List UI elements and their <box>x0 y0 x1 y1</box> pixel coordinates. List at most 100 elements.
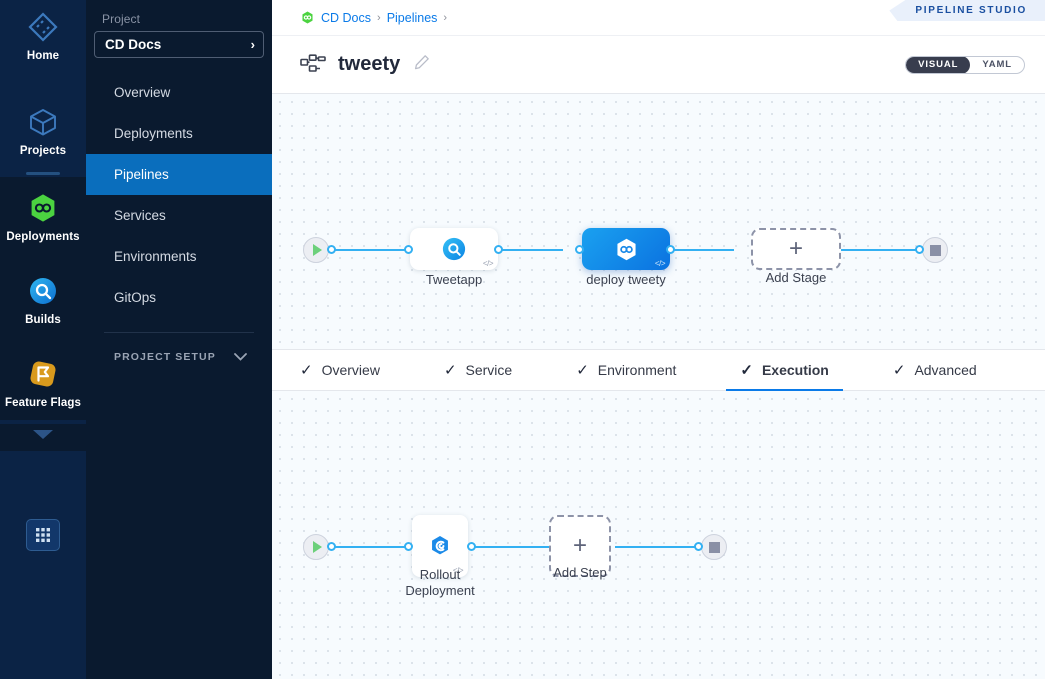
add-step-label: Add Step <box>553 565 607 580</box>
tab-label: Environment <box>597 362 677 378</box>
tab-overview[interactable]: ✓ Overview <box>300 350 408 391</box>
pipeline-studio-tab[interactable]: PIPELINE STUDIO <box>889 0 1045 21</box>
sidebar-project-setup-label: PROJECT SETUP <box>114 351 216 363</box>
rail-divider <box>26 172 60 175</box>
edit-pipeline-button[interactable] <box>414 54 430 75</box>
rail-label: Home <box>26 50 60 62</box>
step-node-rollout-deployment[interactable]: </> <box>412 515 468 577</box>
rail-item-feature-flags[interactable]: Feature Flags <box>0 341 86 420</box>
step-label-line2: Deployment <box>405 583 475 598</box>
add-stage-button[interactable]: + <box>751 228 841 270</box>
grid-apps-icon <box>36 528 50 542</box>
rail-footer <box>0 519 86 679</box>
pipeline-start-node[interactable] <box>303 237 329 263</box>
main-content: CD Docs › Pipelines › PIPELINE STUDIO tw… <box>272 0 1045 679</box>
sidebar-item-label: Overview <box>114 85 171 100</box>
stop-square-icon <box>929 244 941 256</box>
port-deploy-out[interactable] <box>666 245 675 254</box>
tab-label: Service <box>465 362 513 378</box>
port-deploy-in[interactable] <box>575 245 584 254</box>
page-title: tweety <box>338 53 401 75</box>
chevron-right-icon: › <box>250 37 255 52</box>
port-exec-end-in[interactable] <box>694 542 703 551</box>
stage-node-deploy-tweety[interactable]: </> <box>582 228 670 270</box>
rail-item-projects[interactable]: Projects <box>0 95 86 166</box>
pipeline-header: tweety VISUAL YAML <box>272 36 1045 94</box>
add-step-button[interactable]: + <box>549 515 611 577</box>
edge-addstage-to-end <box>799 249 919 251</box>
sidebar-item-overview[interactable]: Overview <box>86 72 272 113</box>
rail-label: Feature Flags <box>4 397 82 409</box>
port-tweetapp-in[interactable] <box>404 245 413 254</box>
breadcrumb-link-pipelines[interactable]: Pipelines <box>386 10 438 25</box>
rail-expand-button[interactable] <box>0 424 86 451</box>
port-exec-start-out[interactable] <box>327 542 336 551</box>
sidebar-item-gitops[interactable]: GitOps <box>86 277 272 318</box>
feature-flags-icon <box>30 361 56 387</box>
rail-item-deployments[interactable]: Deployments <box>0 177 86 258</box>
breadcrumb-separator: › <box>443 11 448 24</box>
breadcrumb-separator: › <box>377 11 381 24</box>
toggle-option-visual[interactable]: VISUAL <box>906 56 971 73</box>
stage-label-deploy-tweety: deploy tweety <box>586 272 666 287</box>
deployments-hex-icon <box>302 11 313 24</box>
breadcrumb-link-cd-docs[interactable]: CD Docs <box>321 10 372 25</box>
tab-advanced[interactable]: ✓ Advanced <box>893 350 1005 391</box>
pipeline-end-node[interactable] <box>922 237 948 263</box>
execution-end-node[interactable] <box>701 534 727 560</box>
port-rollout-out[interactable] <box>467 542 476 551</box>
deployments-hex-icon <box>31 194 55 222</box>
rail-label: Builds <box>25 314 61 326</box>
grid-apps-button[interactable] <box>26 519 60 551</box>
tab-label: Advanced <box>914 362 977 378</box>
rail-label: Deployments <box>6 231 80 243</box>
step-code-badge[interactable]: </> <box>452 566 464 575</box>
tab-execution[interactable]: ✓ Execution <box>726 350 856 392</box>
tab-environment[interactable]: ✓ Environment <box>576 350 704 391</box>
execution-start-node[interactable] <box>303 534 329 560</box>
add-stage-label: Add Stage <box>765 270 827 285</box>
tab-service[interactable]: ✓ Service <box>444 350 540 391</box>
edge-start-to-tweetapp <box>308 249 413 251</box>
execution-canvas[interactable]: </> Rollout Deployment + Add Step <box>272 391 1045 679</box>
sidebar-item-label: Deployments <box>114 126 193 141</box>
stage-code-badge[interactable]: </> <box>654 259 666 268</box>
tab-label: Overview <box>321 362 380 378</box>
sidebar-item-services[interactable]: Services <box>86 195 272 236</box>
port-start-out[interactable] <box>327 245 336 254</box>
project-selector[interactable]: CD Docs › <box>94 31 264 58</box>
edge-start-to-rollout <box>308 546 413 548</box>
port-tweetapp-out[interactable] <box>494 245 503 254</box>
rail-item-home[interactable]: Home <box>0 0 86 71</box>
k8s-rollout-icon <box>432 536 448 555</box>
builds-icon <box>30 278 56 304</box>
view-mode-toggle[interactable]: VISUAL YAML <box>905 55 1025 74</box>
port-rollout-in[interactable] <box>404 542 413 551</box>
chevron-down-icon <box>33 430 53 439</box>
tab-label: Execution <box>761 362 829 378</box>
home-diamond-icon <box>28 12 58 42</box>
sidebar-item-pipelines[interactable]: Pipelines <box>86 154 272 195</box>
cd-infinity-icon <box>616 238 636 260</box>
breadcrumb: CD Docs › Pipelines › PIPELINE STUDIO <box>272 0 1045 36</box>
port-end-in[interactable] <box>915 245 924 254</box>
edge-addstep-to-end <box>615 546 705 548</box>
check-icon: ✓ <box>576 361 589 379</box>
sidebar-item-label: Services <box>114 208 166 223</box>
check-icon: ✓ <box>740 361 753 379</box>
start-play-icon <box>313 244 322 256</box>
module-rail: Home Projects Deployments <box>0 0 86 679</box>
toggle-option-yaml[interactable]: YAML <box>982 59 1012 70</box>
stage-node-tweetapp[interactable]: </> <box>410 228 498 270</box>
sidebar-item-label: GitOps <box>114 290 157 305</box>
stage-canvas[interactable]: </> Tweetapp </> deploy tweety + <box>272 94 1045 350</box>
sidebar-project-setup[interactable]: PROJECT SETUP <box>86 333 272 363</box>
ci-build-icon <box>442 237 466 261</box>
sidebar-item-environments[interactable]: Environments <box>86 236 272 277</box>
sidebar-heading: Project <box>102 12 141 26</box>
sidebar-item-deployments[interactable]: Deployments <box>86 113 272 154</box>
project-sidebar: Project CD Docs › Overview Deployments P… <box>86 0 272 679</box>
start-play-icon <box>313 541 322 553</box>
stage-code-badge[interactable]: </> <box>482 259 494 268</box>
rail-item-builds[interactable]: Builds <box>0 258 86 341</box>
